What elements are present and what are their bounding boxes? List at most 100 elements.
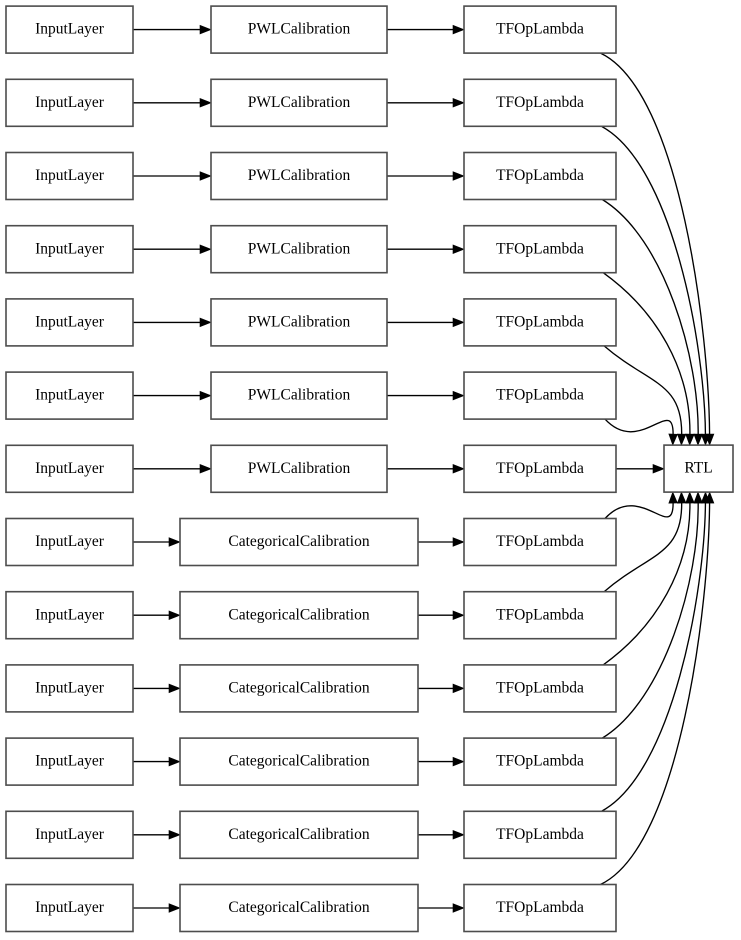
node-input-layer-1-label: InputLayer <box>35 21 105 38</box>
node-calibration-4-box <box>210 224 388 274</box>
node-calibration-13-label: CategoricalCalibration <box>228 899 369 916</box>
edge-lambda-to-rtl-10-arrowhead <box>685 491 695 504</box>
node-rtl-label: RTL <box>684 460 712 477</box>
node-tfoplambda-4[interactable]: TFOpLambda <box>463 224 617 274</box>
node-input-layer-12[interactable]: InputLayer <box>5 810 134 860</box>
node-calibration-8[interactable]: CategoricalCalibration <box>179 517 419 567</box>
node-tfoplambda-2-box <box>463 78 617 128</box>
node-input-layer-11[interactable]: InputLayer <box>5 737 134 786</box>
node-tfoplambda-5-label: TFOpLambda <box>496 313 584 330</box>
node-calibration-3-label: PWLCalibration <box>248 167 351 184</box>
node-tfoplambda-1[interactable]: TFOpLambda <box>463 5 617 54</box>
node-tfoplambda-13-box <box>463 883 617 933</box>
node-input-layer-1-box <box>5 5 134 54</box>
edge-lambda-to-rtl-11-arrowhead <box>693 491 703 504</box>
node-input-layer-13[interactable]: InputLayer <box>5 883 134 933</box>
edge-calibration-to-lambda-4 <box>387 244 465 254</box>
node-input-layer-11-box <box>5 737 134 786</box>
edge-calibration-to-lambda-2-arrowhead <box>452 98 465 108</box>
node-input-layer-7[interactable]: InputLayer <box>5 444 134 494</box>
edge-input-to-calibration-4 <box>133 244 212 254</box>
node-calibration-2-label: PWLCalibration <box>248 94 351 111</box>
node-calibration-9[interactable]: CategoricalCalibration <box>179 590 419 640</box>
edge-calibration-to-lambda-6-arrowhead <box>452 390 465 401</box>
node-calibration-4[interactable]: PWLCalibration <box>210 224 388 274</box>
node-tfoplambda-3[interactable]: TFOpLambda <box>463 151 617 201</box>
node-calibration-9-box <box>179 590 419 640</box>
node-tfoplambda-1-box <box>463 5 617 54</box>
edge-calibration-to-lambda-3 <box>387 171 465 181</box>
node-calibration-1-label: PWLCalibration <box>248 21 351 38</box>
edge-input-to-calibration-6 <box>133 390 212 401</box>
node-calibration-7[interactable]: PWLCalibration <box>210 444 388 494</box>
node-tfoplambda-11[interactable]: TFOpLambda <box>463 737 617 786</box>
edge-lambda-to-rtl-9-arrowhead <box>676 491 687 504</box>
node-input-layer-3[interactable]: InputLayer <box>5 151 134 201</box>
node-calibration-12[interactable]: CategoricalCalibration <box>179 810 419 860</box>
node-calibration-10[interactable]: CategoricalCalibration <box>179 664 419 713</box>
node-tfoplambda-4-label: TFOpLambda <box>496 240 584 257</box>
edge-calibration-to-lambda-8 <box>418 537 465 547</box>
node-tfoplambda-6[interactable]: TFOpLambda <box>463 371 617 420</box>
node-input-layer-1[interactable]: InputLayer <box>5 5 134 54</box>
node-input-layer-12-box <box>5 810 134 860</box>
node-tfoplambda-7[interactable]: TFOpLambda <box>463 444 617 494</box>
node-calibration-11[interactable]: CategoricalCalibration <box>179 737 419 786</box>
edge-input-to-calibration-5 <box>133 317 212 328</box>
node-calibration-2-box <box>210 78 388 128</box>
edge-lambda-to-rtl-8-arrowhead <box>668 491 678 504</box>
node-tfoplambda-10[interactable]: TFOpLambda <box>463 664 617 713</box>
node-input-layer-3-box <box>5 151 134 201</box>
edge-input-to-calibration-11 <box>133 756 181 767</box>
node-input-layer-5[interactable]: InputLayer <box>5 298 134 347</box>
node-tfoplambda-10-label: TFOpLambda <box>496 679 584 696</box>
node-tfoplambda-8[interactable]: TFOpLambda <box>463 517 617 567</box>
node-calibration-2[interactable]: PWLCalibration <box>210 78 388 128</box>
edge-lambda-to-rtl-6-arrowhead <box>668 433 678 446</box>
node-input-layer-13-box <box>5 883 134 933</box>
edge-calibration-to-lambda-7 <box>387 464 465 474</box>
node-input-layer-10[interactable]: InputLayer <box>5 664 134 713</box>
node-tfoplambda-9[interactable]: TFOpLambda <box>463 590 617 640</box>
edge-input-to-calibration-12 <box>133 830 181 840</box>
node-input-layer-2[interactable]: InputLayer <box>5 78 134 128</box>
node-input-layer-4-box <box>5 224 134 274</box>
node-calibration-8-box <box>179 517 419 567</box>
node-input-layer-9[interactable]: InputLayer <box>5 590 134 640</box>
node-input-layer-4[interactable]: InputLayer <box>5 224 134 274</box>
node-calibration-13[interactable]: CategoricalCalibration <box>179 883 419 933</box>
node-input-layer-9-label: InputLayer <box>35 606 105 623</box>
node-tfoplambda-4-box <box>463 224 617 274</box>
node-input-layer-8[interactable]: InputLayer <box>5 517 134 567</box>
edge-lambda-to-rtl-1-curve <box>600 52 711 436</box>
edge-lambda-to-rtl-9-curve <box>603 501 683 593</box>
edge-calibration-to-lambda-6 <box>387 390 465 401</box>
node-rtl[interactable]: RTL <box>663 444 734 493</box>
edge-calibration-to-lambda-10-arrowhead <box>452 683 465 694</box>
edge-input-to-calibration-8-arrowhead <box>168 537 181 547</box>
node-input-layer-2-label: InputLayer <box>35 94 105 111</box>
edge-input-to-calibration-2 <box>133 98 212 108</box>
node-calibration-5[interactable]: PWLCalibration <box>210 298 388 347</box>
node-calibration-6[interactable]: PWLCalibration <box>210 371 388 420</box>
node-tfoplambda-8-label: TFOpLambda <box>496 533 584 550</box>
node-input-layer-5-label: InputLayer <box>35 313 105 330</box>
node-calibration-3[interactable]: PWLCalibration <box>210 151 388 201</box>
edge-lambda-to-rtl-12 <box>601 491 711 812</box>
edge-calibration-to-lambda-12 <box>418 830 465 840</box>
edge-calibration-to-lambda-11-arrowhead <box>452 756 465 767</box>
node-input-layer-6[interactable]: InputLayer <box>5 371 134 420</box>
edge-calibration-to-lambda-5-arrowhead <box>452 317 465 328</box>
node-tfoplambda-13[interactable]: TFOpLambda <box>463 883 617 933</box>
edge-input-to-calibration-7-arrowhead <box>199 464 212 474</box>
edge-input-to-calibration-4-arrowhead <box>199 244 212 254</box>
node-calibration-1[interactable]: PWLCalibration <box>210 5 388 54</box>
edge-input-to-calibration-13 <box>133 903 181 913</box>
node-tfoplambda-2[interactable]: TFOpLambda <box>463 78 617 128</box>
node-calibration-3-box <box>210 151 388 201</box>
node-tfoplambda-12[interactable]: TFOpLambda <box>463 810 617 860</box>
node-tfoplambda-6-label: TFOpLambda <box>496 387 584 404</box>
edge-input-to-calibration-8 <box>133 537 181 547</box>
node-tfoplambda-5[interactable]: TFOpLambda <box>463 298 617 347</box>
